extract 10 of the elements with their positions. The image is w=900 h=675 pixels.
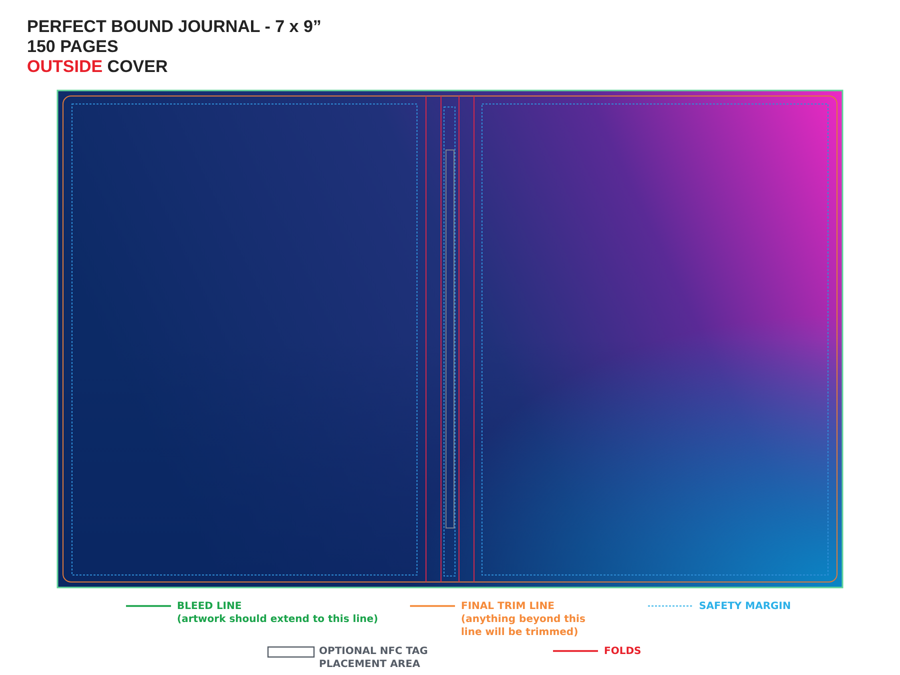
title: PERFECT BOUND JOURNAL - 7 x 9” [27, 17, 322, 36]
legend-label: BLEED LINE [177, 600, 243, 613]
legend-label: FINAL TRIM LINE [461, 600, 556, 613]
legend-label: SAFETY MARGIN [699, 600, 792, 613]
subtitle: 150 PAGES [27, 37, 118, 56]
legend-label: FOLDS [604, 645, 642, 658]
legend-label: OPTIONAL NFC TAG PLACEMENT AREA [319, 645, 429, 671]
subtitle: OUTSIDE COVER [27, 57, 168, 76]
legend-note: (artwork should extend to this line) [177, 613, 380, 626]
legend-note: (anything beyond this line will be trimmed) [461, 613, 586, 639]
